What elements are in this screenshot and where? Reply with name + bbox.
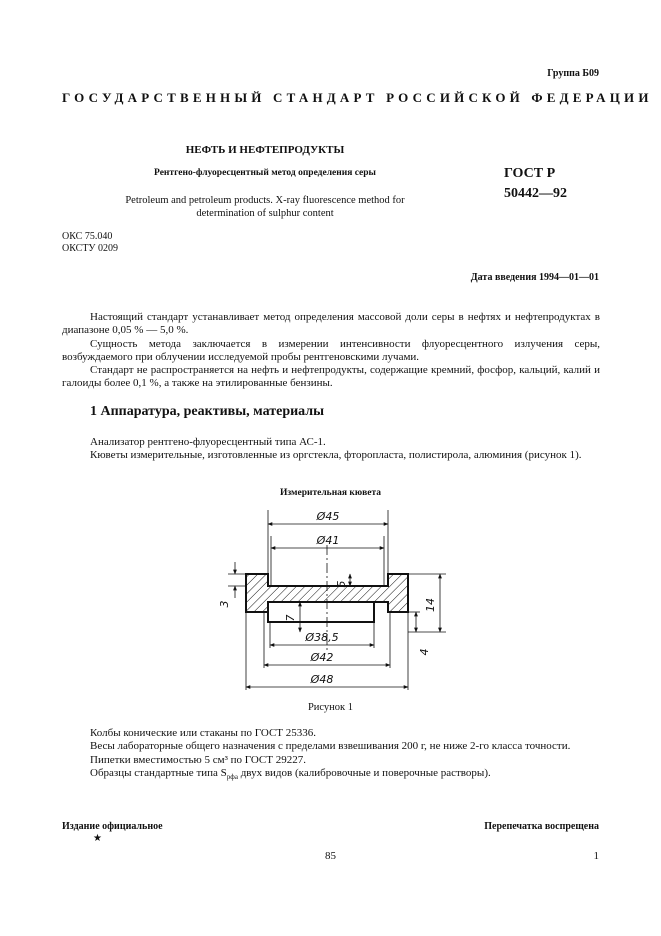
samples-text-a: Образцы стандартные типа S xyxy=(90,766,227,779)
samples-subscript: рфа xyxy=(226,773,238,782)
dim-h3: 3 xyxy=(218,601,231,608)
oks-code: ОКС 75.040 xyxy=(62,231,113,242)
state-standard-heading: ГОСУДАРСТВЕННЫЙ СТАНДАРТ РОССИЙСКОЙ ФЕДЕ… xyxy=(62,90,653,105)
right-number: 1 xyxy=(593,850,600,862)
figure-caption: Рисунок 1 xyxy=(307,702,354,713)
samples-text-b: двух видов (калибровочные и поверочные р… xyxy=(237,766,491,779)
section-paragraph: Пипетки вместимостью 5 см³ по ГОСТ 29227… xyxy=(90,753,306,766)
section-heading: 1 Аппаратура, реактивы, материалы xyxy=(90,404,325,419)
dim-h5: 5 xyxy=(335,581,348,588)
intro-text: Настоящий стандарт устанавливает метод о… xyxy=(62,311,600,391)
english-title: Petroleum and petroleum products. X-ray … xyxy=(90,194,440,220)
section-paragraph: Анализатор рентгено-флуоресцентный типа … xyxy=(90,436,326,448)
section-paragraph: Кюветы измерительные, изготовленные из о… xyxy=(90,449,582,462)
intro-paragraph: Настоящий стандарт устанавливает метод о… xyxy=(62,311,600,337)
figure-title: Измерительная кювета xyxy=(279,488,382,498)
introduction-date: Дата введения 1994—01—01 xyxy=(470,272,599,283)
okstu-code: ОКСТУ 0209 xyxy=(62,243,119,254)
section-paragraph: Образцы стандартные типа Sрфа двух видов… xyxy=(62,767,600,784)
section-paragraph: Весы лабораторные общего назначения с пр… xyxy=(90,740,571,753)
english-title-line2: determination of sulphur content xyxy=(196,208,334,219)
dimension-lines xyxy=(233,522,442,689)
section-text: Анализатор рентгено-флуоресцентный типа … xyxy=(62,436,600,463)
dim-h4: 4 xyxy=(418,649,431,656)
dim-d45: Ø45 xyxy=(316,510,340,523)
intro-paragraph: Сущность метода заключается в измерении … xyxy=(62,337,600,363)
dim-h7: 7 xyxy=(284,615,297,622)
gost-line2: 50442—92 xyxy=(504,186,567,201)
section-text-continued: Колбы конические или стаканы по ГОСТ 253… xyxy=(62,727,600,784)
page-number: 85 xyxy=(325,850,336,862)
gost-line1: ГОСТ Р xyxy=(504,166,556,181)
official-edition: Издание официальное xyxy=(62,821,163,832)
dim-d41: Ø41 xyxy=(316,534,340,547)
reprint-prohibited: Перепечатка воспрещена xyxy=(484,821,599,832)
section-paragraph: Колбы конические или стаканы по ГОСТ 253… xyxy=(90,727,317,739)
dim-d48: Ø48 xyxy=(310,673,334,686)
dim-h14: 14 xyxy=(424,598,437,612)
document-title: НЕФТЬ И НЕФТЕПРОДУКТЫ xyxy=(185,144,345,156)
classification-codes: ОКС 75.040 ОКСТУ 0209 xyxy=(62,231,118,255)
gost-designation: ГОСТ Р 50442—92 xyxy=(504,164,567,204)
dim-d38-5: Ø38,5 xyxy=(304,631,338,644)
extension-lines xyxy=(228,510,446,690)
dim-d42: Ø42 xyxy=(310,651,334,664)
document-subtitle: Рентгено-флуоресцентный метод определени… xyxy=(154,168,376,178)
intro-paragraph: Стандарт не распространяется на нефть и … xyxy=(62,364,600,390)
star-mark: ★ xyxy=(93,833,102,844)
group-label: Группа Б09 xyxy=(547,68,599,79)
english-title-line1: Petroleum and petroleum products. X-ray … xyxy=(125,195,405,206)
